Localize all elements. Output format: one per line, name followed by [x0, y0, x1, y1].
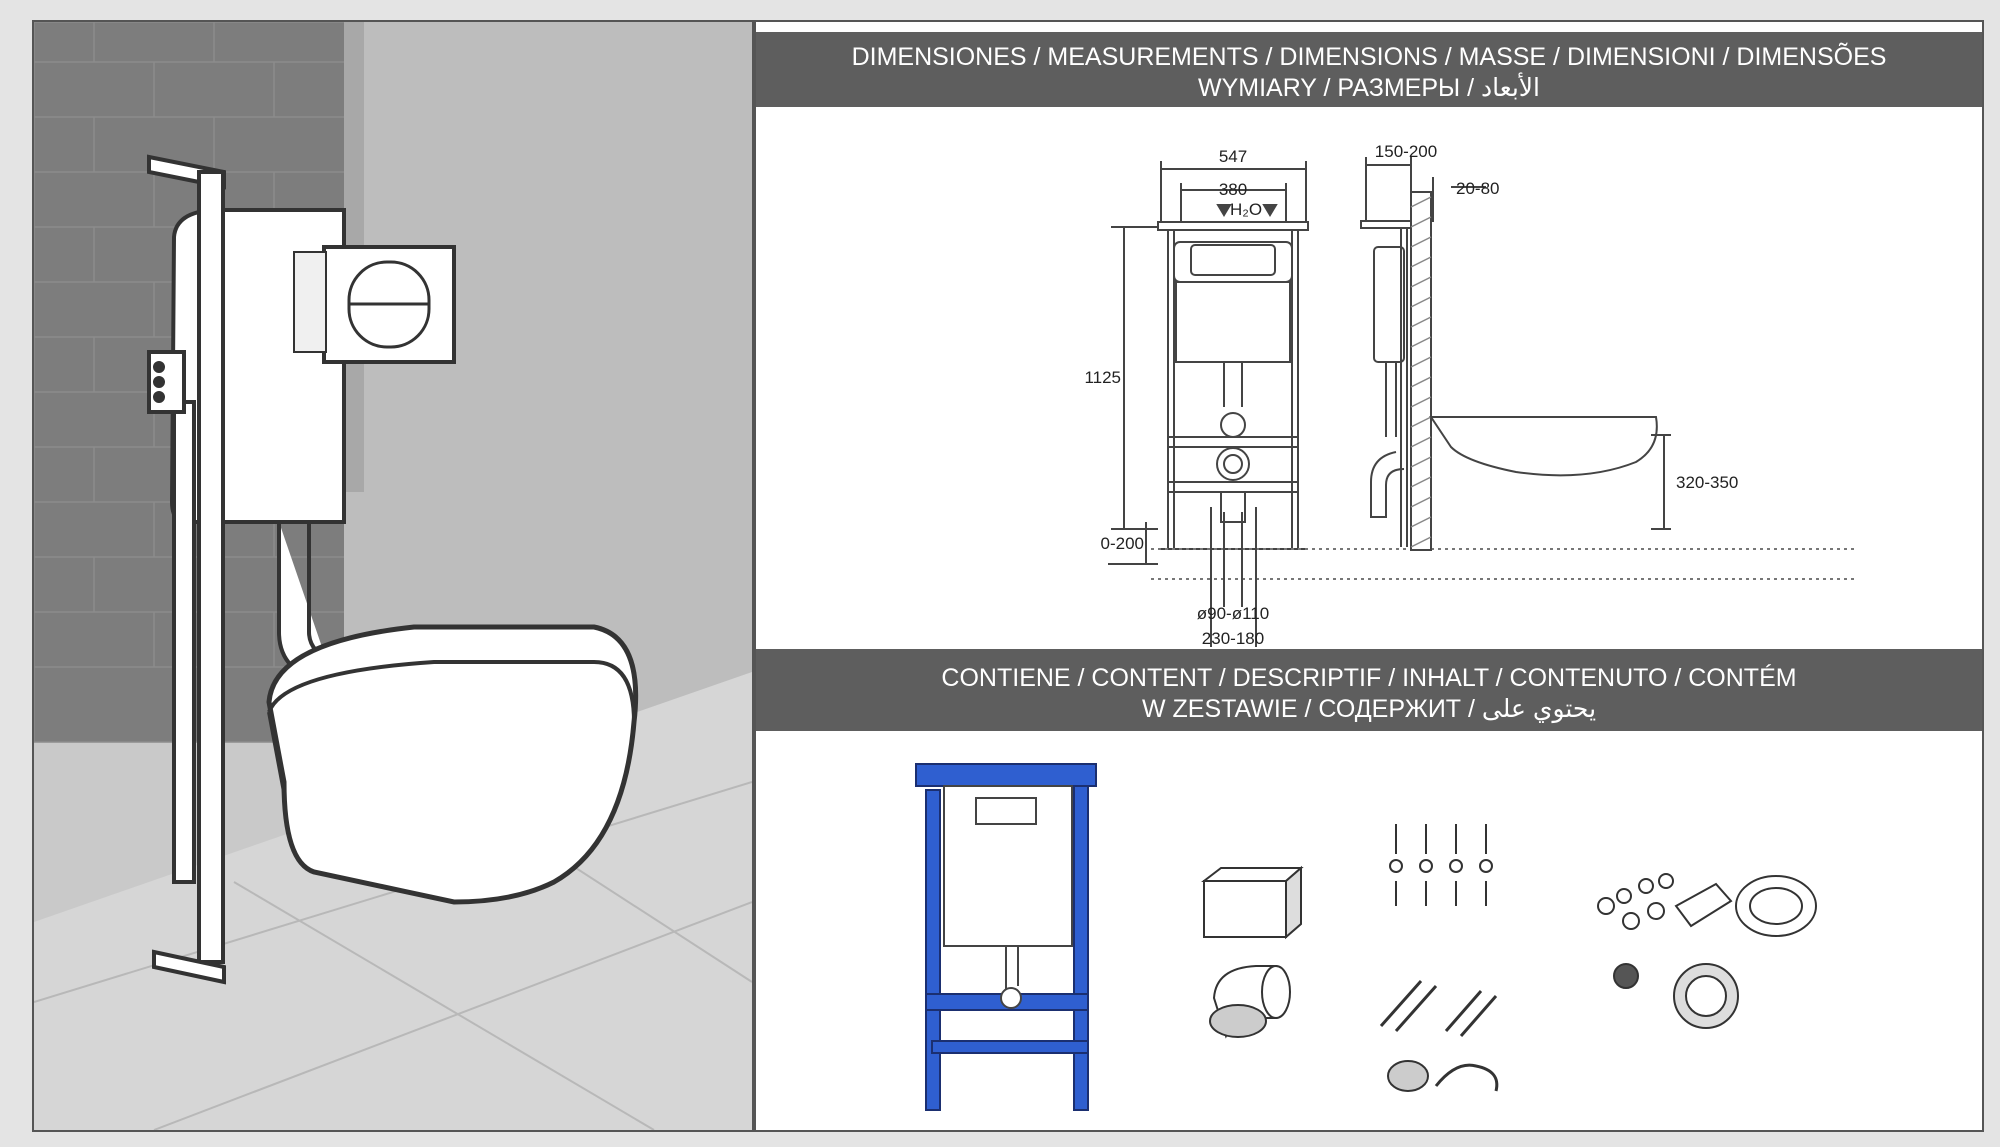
content-header-line2: W ZESTAWIE / СОДЕРЖИТ / يحتوي على [1141, 695, 1597, 723]
dimensions-header-line1: DIMENSIONES / MEASUREMENTS / DIMENSIONS … [851, 43, 1887, 71]
dimensions-header-line2: WYMIARY / РАЗМЕРЫ / الأبعاد [1197, 74, 1540, 102]
dimensions-drawing: 547 380 H₂O 1125 0-200 ø90-ø110 230-180 … [756, 117, 1982, 648]
label-wall-thickness: 20-80 [1456, 179, 1499, 198]
label-height: 1125 [1084, 368, 1121, 387]
screws-part [1389, 824, 1493, 906]
plug-part [1387, 1060, 1429, 1092]
flush-module-part [1201, 865, 1304, 940]
dimensions-header: DIMENSIONES / MEASUREMENTS / DIMENSIONS … [756, 32, 1982, 107]
height-dimension [1108, 226, 1158, 565]
label-wall-distance: 150-200 [1375, 142, 1437, 161]
installation-scene [34, 22, 752, 1130]
spec-panel: DIMENSIONES / MEASUREMENTS / DIMENSIONS … [754, 20, 1984, 1132]
floor-lines [1151, 548, 1856, 580]
content-header: CONTIENE / CONTENT / DESCRIPTIF / INHALT… [756, 649, 1982, 731]
rods-part [1379, 980, 1499, 1092]
technical-drawing: 547 380 H₂O 1125 0-200 ø90-ø110 230-180 … [1084, 142, 1856, 648]
label-pipe-diameter: ø90-ø110 [1197, 604, 1269, 623]
pipe-dimensions [1210, 507, 1257, 647]
package-contents [756, 736, 1982, 1128]
label-floor-adjust: 0-200 [1101, 534, 1144, 553]
label-pipe-offset: 230-180 [1202, 629, 1264, 647]
side-view [1360, 157, 1671, 551]
mounting-frame [147, 154, 226, 985]
connector-set-part [1597, 873, 1817, 1029]
front-view [1157, 161, 1309, 550]
label-width-total: 547 [1219, 147, 1247, 166]
contents-illustration [915, 763, 1817, 1111]
content-header-line1: CONTIENE / CONTENT / DESCRIPTIF / INHALT… [941, 664, 1797, 692]
label-width-inner: 380 [1219, 180, 1247, 199]
installation-illustration [32, 20, 754, 1132]
elbow-pipe-part [1209, 965, 1291, 1039]
blue-mounting-frame [915, 763, 1097, 1111]
label-water: H₂O [1230, 200, 1262, 219]
label-bowl-height: 320-350 [1676, 473, 1738, 492]
toilet-bowl [266, 624, 639, 905]
